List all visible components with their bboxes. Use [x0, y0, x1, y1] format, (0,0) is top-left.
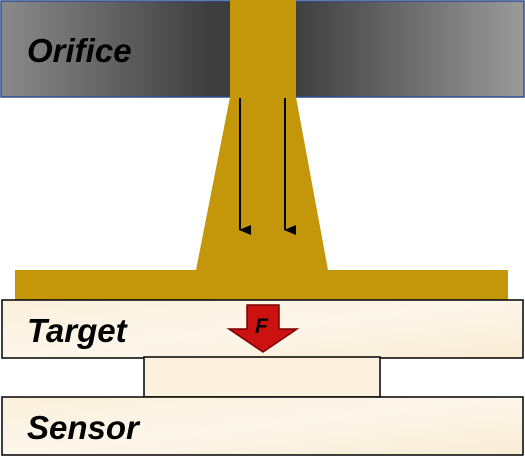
orifice-label: Orifice: [27, 32, 132, 69]
down-arrow-icon: [226, 304, 300, 353]
sensor-label: Sensor: [27, 409, 141, 446]
connector-block: [143, 356, 381, 398]
jet-stream: [15, 0, 508, 300]
target-label: Target: [27, 312, 129, 349]
sensor-plate: [1, 396, 524, 456]
force-label: F: [255, 315, 269, 338]
